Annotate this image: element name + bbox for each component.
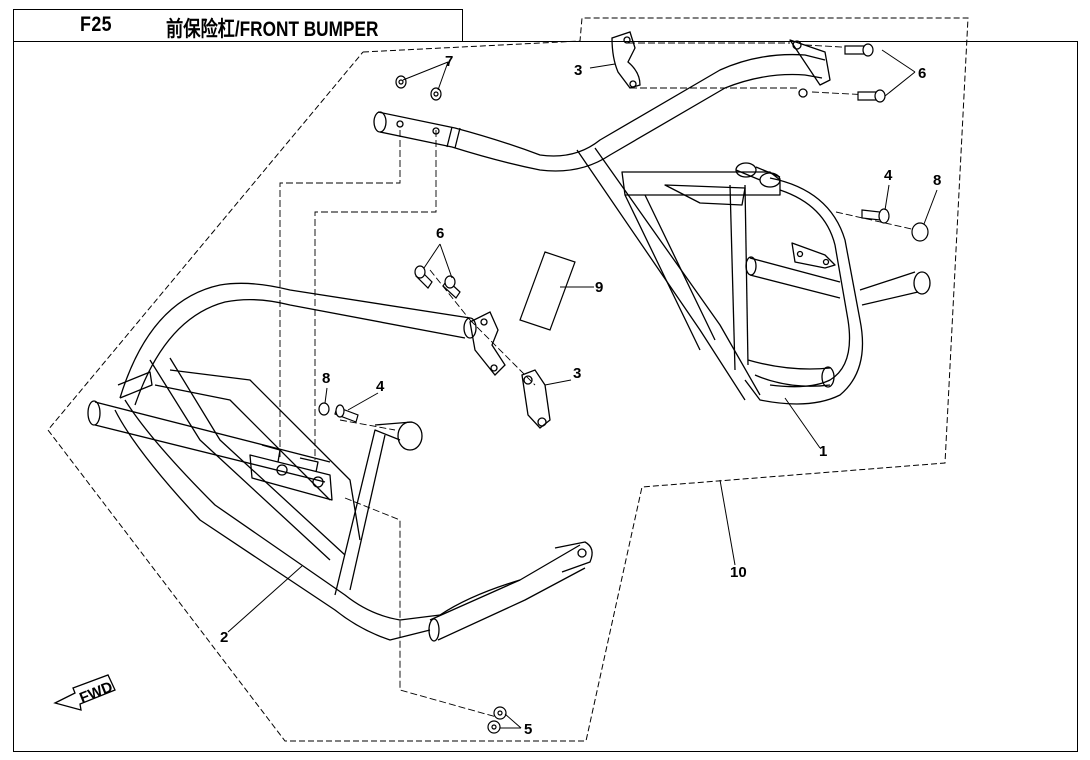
drawing-frame [13,41,1078,752]
callout-5: 5 [524,721,532,738]
fasteners [318,43,929,734]
callout-9: 9 [595,279,603,296]
callout-1: 1 [819,443,827,460]
lower-bumper-frame [87,282,593,642]
figure-title: 前保险杠/FRONT BUMPER [166,18,379,41]
callout-2: 2 [220,629,228,646]
bumper-pad [519,251,576,331]
callout-6-top: 6 [918,65,926,82]
leader-lines [227,49,938,729]
title-block [13,9,463,41]
callout-3-top: 3 [574,62,582,79]
callout-10: 10 [730,564,747,581]
fwd-arrow-icon: FWD [53,674,116,711]
callout-3-mid: 3 [573,365,581,382]
upper-bumper-frame [373,39,931,405]
callout-4-mid: 4 [376,378,385,395]
clamp-parts [469,31,641,429]
figure-code: F25 [80,13,113,36]
callout-8-right: 8 [933,172,941,189]
fwd-label: FWD [77,678,115,707]
callout-4-right: 4 [884,167,893,184]
callout-6-mid: 6 [436,225,444,242]
assembly-boundary [47,17,969,742]
callout-7: 7 [445,53,453,70]
callout-8-mid: 8 [322,370,330,387]
callout-labels: 1 2 3 3 4 4 5 6 6 7 8 8 9 10 [220,53,941,738]
